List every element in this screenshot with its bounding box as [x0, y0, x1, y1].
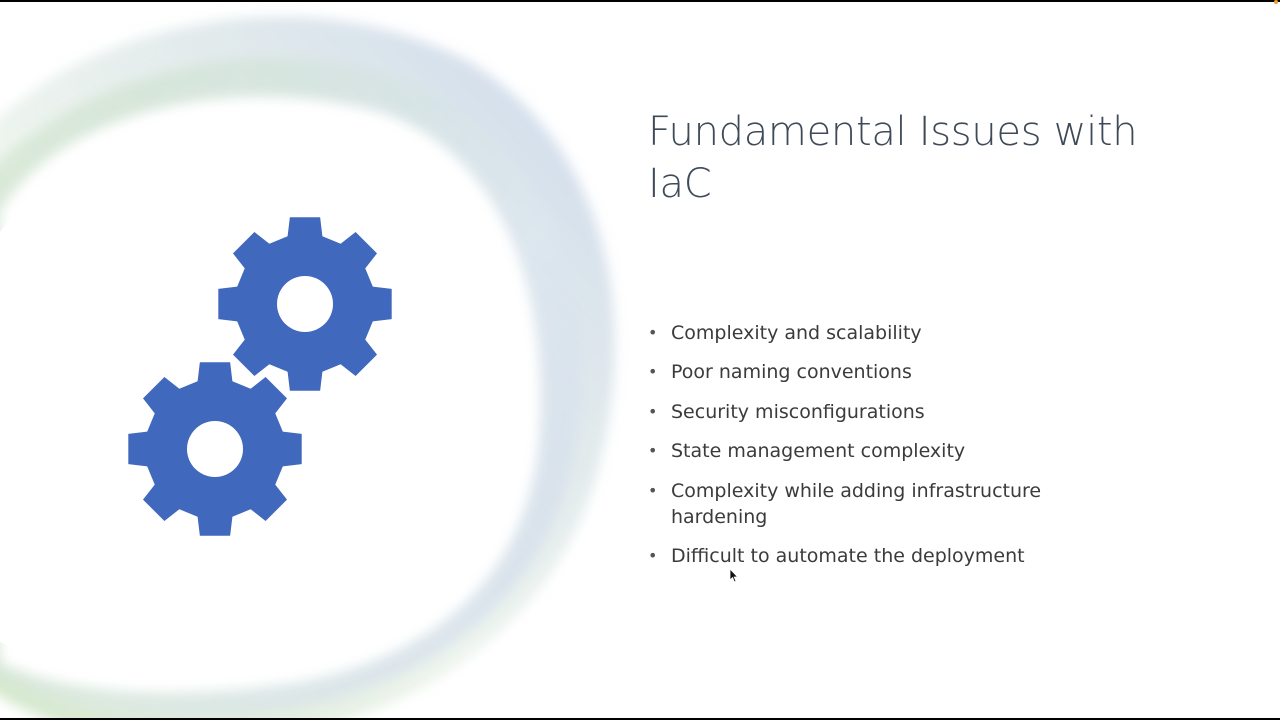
bullet-dot: •	[648, 323, 658, 342]
bullet-text: State management complexity	[671, 440, 966, 463]
bullet-text: Complexity while adding infrastructure h…	[671, 479, 1042, 528]
bullet-dot: •	[648, 362, 658, 382]
gear-icon	[218, 217, 392, 391]
bullet-dot: •	[648, 401, 658, 421]
bullet-text: Difficult to automate the deployment	[671, 544, 1025, 567]
bullet-item: • State management complexity	[647, 438, 1077, 464]
bullet-text: Complexity and scalability	[671, 322, 922, 344]
bullet-dot: •	[648, 480, 658, 500]
bullet-dot: •	[648, 545, 658, 565]
bullet-item: • Complexity and scalability	[647, 320, 1077, 346]
bullet-item: • Difficult to automate the deployment	[647, 543, 1077, 569]
window-corner-indicator	[1274, 0, 1278, 4]
gear-hole	[187, 421, 243, 477]
bullet-text: Security misconfigurations	[671, 400, 925, 423]
gear-hole	[277, 276, 333, 332]
bullet-text: Poor naming conventions	[671, 361, 912, 384]
bullet-list: • Complexity and scalability • Poor naming…	[647, 320, 1077, 582]
mouse-cursor-icon	[729, 568, 739, 583]
bullet-item: • Complexity while adding infrastructure …	[647, 478, 1077, 530]
bullet-item: • Security misconfigurations	[647, 399, 1077, 425]
bullet-dot: •	[648, 441, 658, 461]
slide-title: Fundamental Issues with IaC	[648, 109, 1138, 207]
gear-icon	[128, 362, 302, 536]
bullet-item: • Poor naming conventions	[647, 359, 1077, 385]
